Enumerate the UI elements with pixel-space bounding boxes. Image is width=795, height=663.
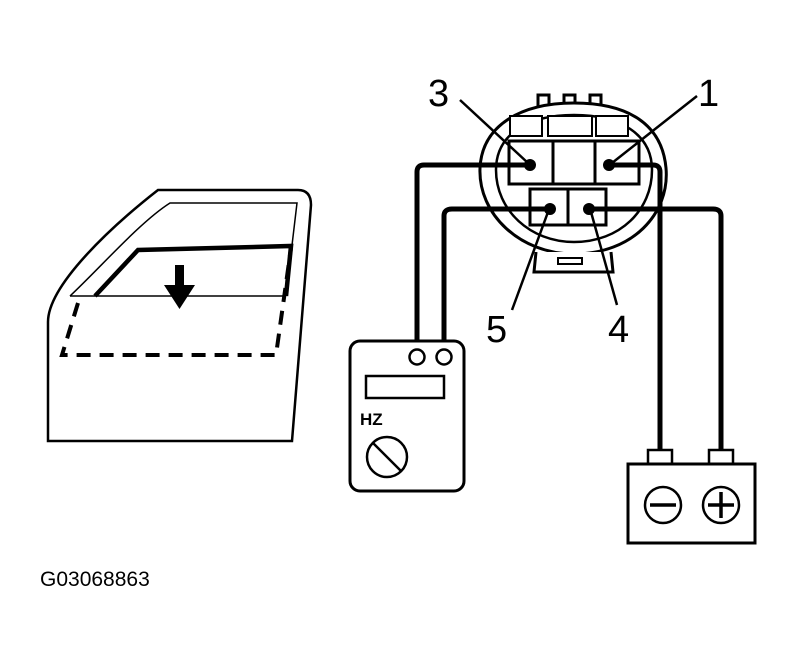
wire-pin3-to-meter: [414, 162, 530, 352]
leader-line-3: [459, 99, 529, 164]
connector-center-cavity: [551, 139, 597, 186]
connector-latch-slot: [557, 257, 583, 265]
meter-dial-label: HZ: [360, 410, 383, 429]
meter-terminal-right: [435, 348, 453, 366]
meter-dial-pointer: [372, 442, 402, 472]
pin-dot-5: [544, 203, 556, 215]
wire-pin5-to-meter: [441, 206, 550, 352]
wire-pin4-to-battery-positive: [589, 206, 724, 450]
wiring: [414, 162, 724, 450]
figure-code: G03068863: [40, 568, 150, 591]
leader-line-4: [589, 211, 619, 306]
meter-display: [364, 374, 446, 400]
connector-top-slot: [595, 115, 629, 137]
battery: [626, 448, 757, 545]
battery-positive-icon: [701, 485, 741, 525]
pin-leader-lines: [459, 95, 698, 311]
window-raised-outline: [93, 243, 294, 298]
connector-top-slot: [509, 115, 543, 137]
multimeter: [348, 339, 466, 493]
door-illustration: [46, 188, 313, 443]
pin-label-5: 5: [486, 309, 507, 351]
pin-label-1: 1: [698, 73, 719, 115]
pin-dot-4: [583, 203, 595, 215]
meter-terminal-left: [408, 348, 426, 366]
wire-pin1-to-battery-negative: [609, 162, 663, 450]
window-lowered-dashed: [59, 247, 293, 357]
connector-top-slot: [547, 115, 593, 137]
door-outline: [46, 188, 313, 443]
leader-line-1: [611, 95, 698, 164]
down-arrow-icon: [164, 265, 195, 309]
connector: [478, 93, 668, 274]
pin-label-3: 3: [428, 73, 449, 115]
pin-label-4: 4: [608, 309, 629, 351]
door-window-frame: [69, 202, 298, 297]
battery-negative-icon: [643, 485, 683, 525]
leader-line-5: [510, 211, 550, 311]
